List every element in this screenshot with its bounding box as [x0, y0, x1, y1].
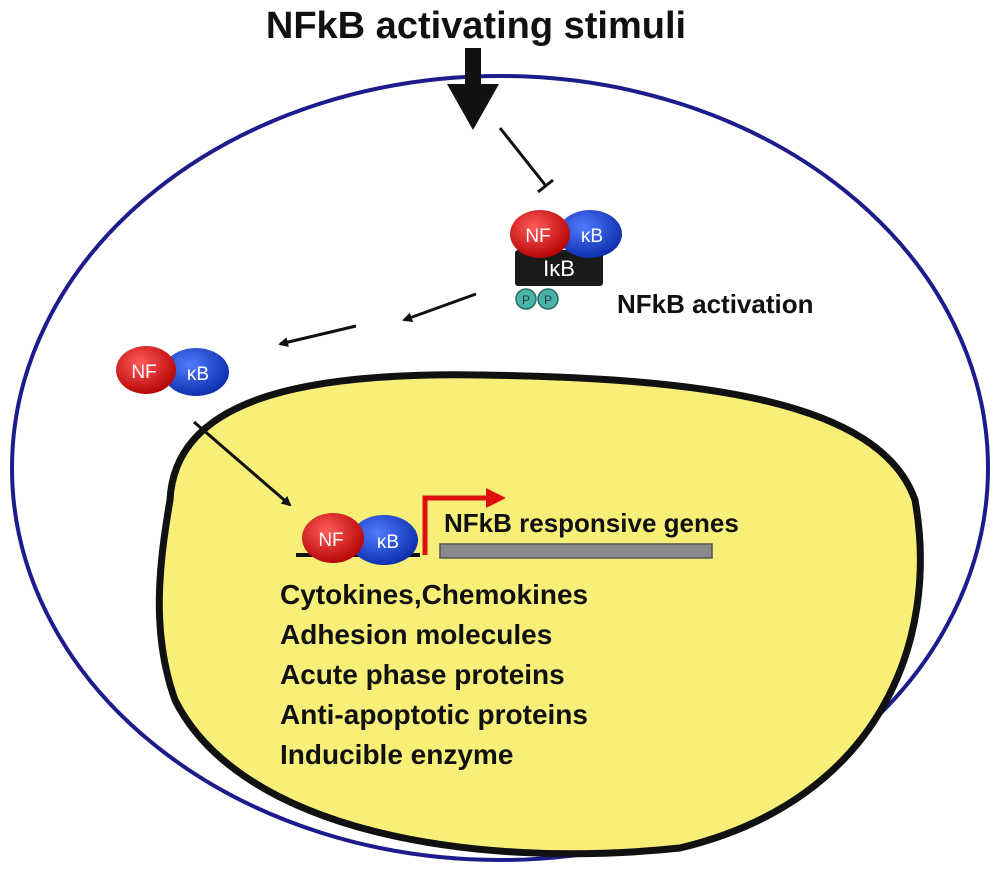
release-arrow-1: [402, 292, 477, 322]
free-nf-label: NF: [131, 362, 156, 383]
gene-product-2: Adhesion molecules: [280, 619, 552, 650]
translocation-arrow: [193, 420, 292, 507]
phospho-group-2: [537, 288, 559, 310]
nfkb-ikb-complex: IκB NF κB P P: [510, 210, 622, 310]
phospho-group-1: [515, 288, 537, 310]
promoter-arrow: [422, 488, 506, 555]
stimulus-arrow: [447, 48, 499, 130]
activation-label: NFkB activation: [617, 289, 814, 319]
phospho-label-1: P: [522, 293, 530, 307]
genes-label: NFkB responsive genes: [444, 508, 739, 538]
free-kb-label: κB: [187, 364, 209, 385]
ikb-label: IκB: [543, 256, 575, 281]
title: NFkB activating stimuli: [266, 5, 686, 47]
gene-product-4: Anti-apoptotic proteins: [280, 699, 588, 730]
release-arrow-2: [278, 324, 357, 348]
phospho-label-2: P: [544, 293, 552, 307]
nucleus: [155, 371, 924, 858]
free-nfkb-dimer: NF κB: [116, 346, 229, 396]
bound-nfkb-dimer: NF κB: [296, 513, 420, 565]
nf-subunit: [510, 210, 570, 258]
gene-product-1: Cytokines,Chemokines: [280, 579, 588, 610]
gene-bar: [439, 543, 713, 559]
bound-nf-label: NF: [318, 530, 343, 551]
complex-kb-label: κB: [581, 226, 603, 247]
kb-subunit: [558, 210, 622, 258]
ikb-block: [515, 250, 603, 286]
arrow-stimuli-to-complex: [498, 127, 548, 187]
bound-kb-label: κB: [377, 532, 399, 553]
complex-nf-label: NF: [525, 226, 550, 247]
gene-product-5: Inducible enzyme: [280, 739, 513, 770]
gene-product-3: Acute phase proteins: [280, 659, 565, 690]
